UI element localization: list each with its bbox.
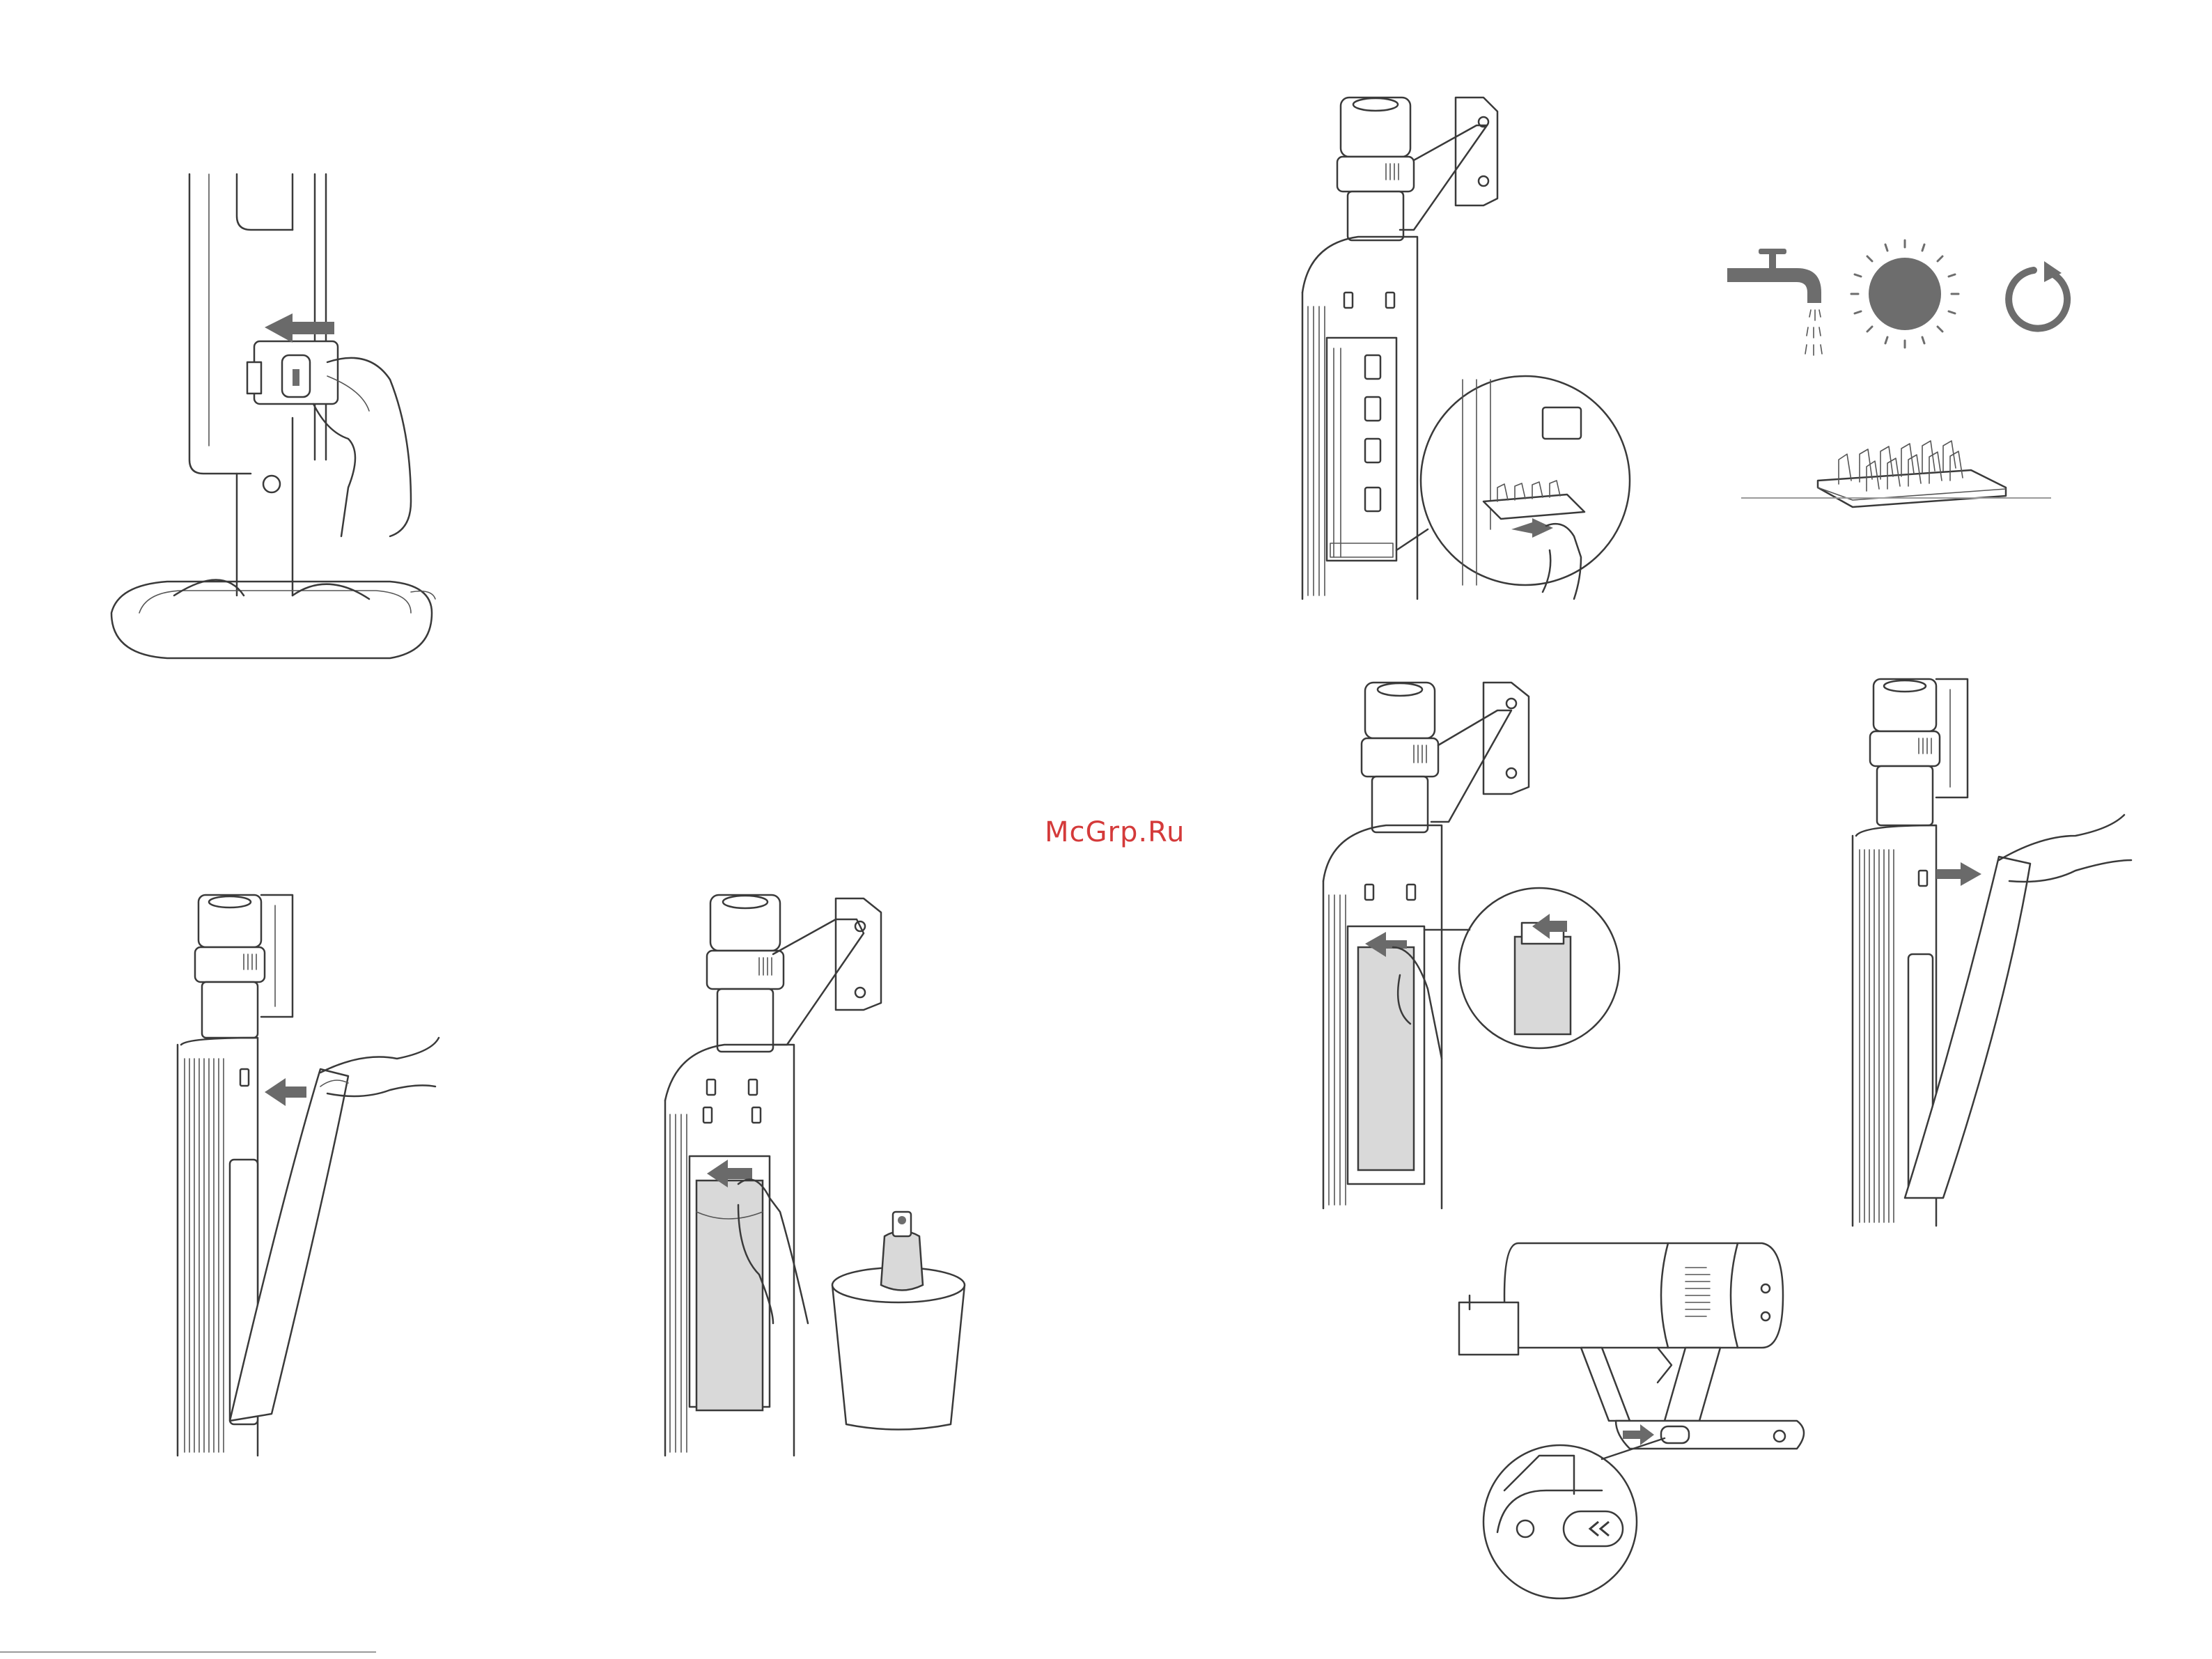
faucet-icon <box>1727 249 1822 355</box>
open-cover-illustration <box>178 895 439 1456</box>
filter-rack-icon <box>1818 441 2006 507</box>
reuse-icon <box>2009 261 2067 329</box>
close-cover-illustration <box>1853 679 2131 1226</box>
sun-icon <box>1851 240 1958 348</box>
insert-dust-bag-illustration <box>1323 683 1619 1208</box>
handheld-release-button-illustration <box>1459 1243 1804 1598</box>
wash-dry-reuse-icons <box>1727 240 2067 507</box>
remove-dust-bag-illustration <box>665 895 965 1456</box>
watermark-text: McGrp.Ru <box>1045 816 1184 848</box>
dock-clip-removal-illustration <box>111 174 435 658</box>
remove-filter-illustration <box>1302 98 1630 599</box>
